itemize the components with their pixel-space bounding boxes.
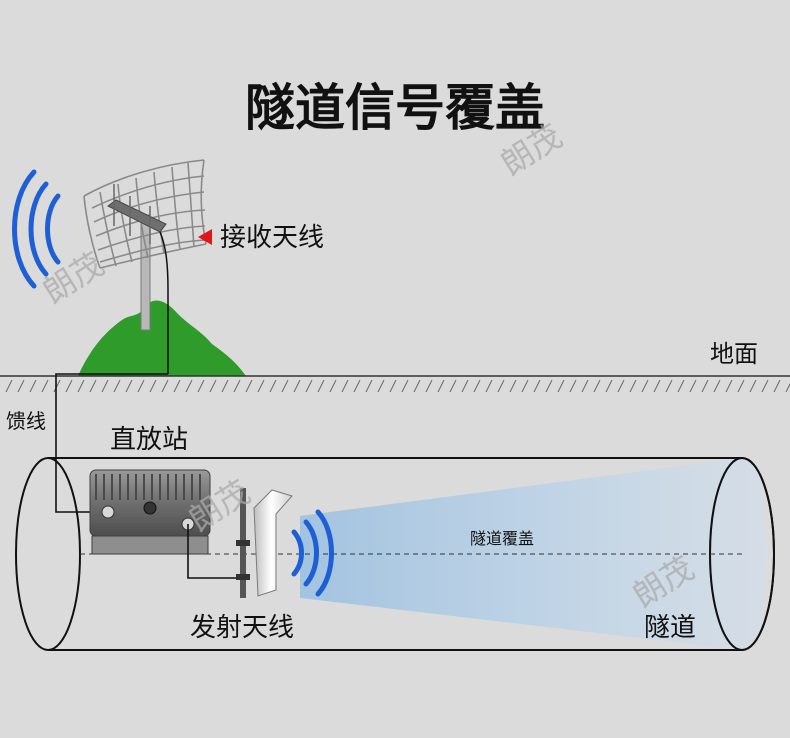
page-title: 隧道信号覆盖	[245, 79, 545, 137]
ground-label: 地面	[710, 340, 758, 368]
grid-dish	[83, 159, 207, 269]
repeater-label: 直放站	[110, 425, 188, 455]
tunnel-label: 隧道	[644, 613, 696, 643]
tunnel-coverage-label: 隧道覆盖	[470, 529, 534, 548]
hill	[78, 300, 246, 376]
receive-antenna-group: 接收天线	[12, 159, 324, 376]
receive-cable	[159, 231, 169, 374]
pointer-arrow-icon	[198, 229, 212, 245]
transmit-antenna-label: 发射天线	[190, 613, 294, 643]
feeder-line	[55, 373, 168, 513]
receive-antenna-label: 接收天线	[220, 223, 324, 253]
panel-antenna	[253, 489, 293, 597]
transmit-antenna-group: 发射天线	[190, 488, 334, 643]
ground-hatching	[5, 379, 790, 393]
transmit-signal-waves-icon	[291, 509, 334, 597]
receive-signal-waves-icon	[12, 169, 61, 289]
transmit-cable	[187, 524, 246, 579]
feeder-label: 馈线	[6, 409, 46, 433]
repeater-unit: 直放站	[89, 425, 211, 555]
